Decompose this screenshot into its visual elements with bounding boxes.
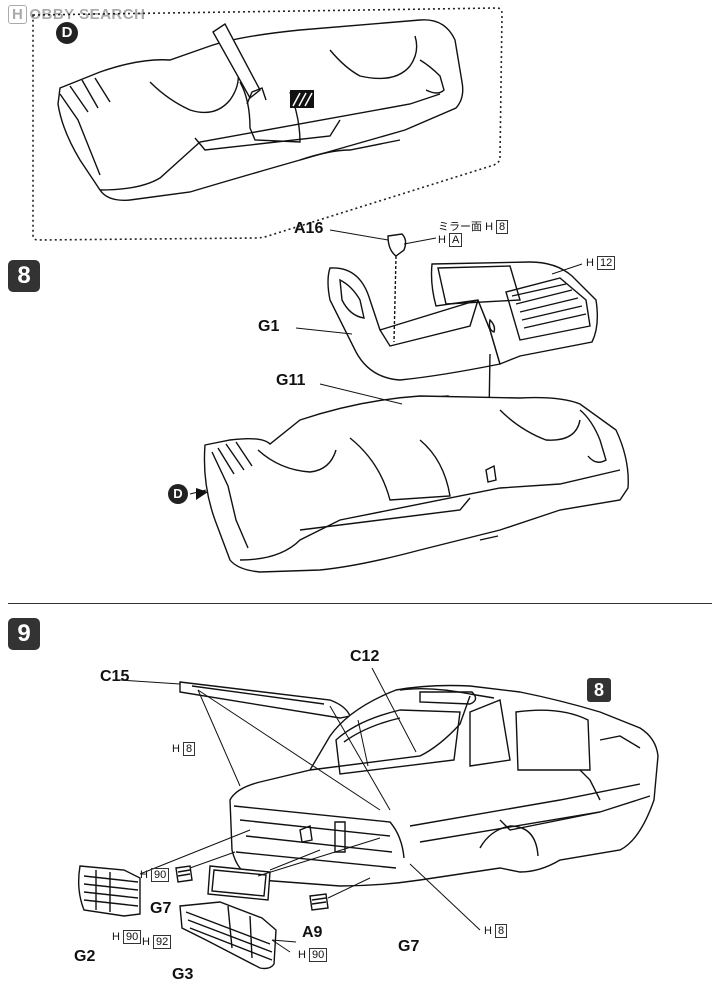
mirror-face-num: 8 — [496, 220, 509, 234]
part-g7-left-label: G7 — [150, 900, 172, 917]
part-g3-label: G3 — [172, 966, 194, 983]
a16-paint-code: H — [438, 234, 446, 246]
body-paint-num: 8 — [494, 924, 508, 938]
step-9-ref-step-8: 8 — [587, 678, 611, 702]
g12-paint-code: H — [586, 257, 594, 269]
trunk-paint-code: H — [172, 743, 180, 755]
trunk-paint-num: 8 — [182, 742, 196, 756]
g3-paint-num: 90 — [308, 948, 328, 962]
g2-bot-paint-code: H — [142, 936, 150, 948]
part-a9-label: A9 — [302, 924, 323, 941]
watermark-brand: OBBY SEARCH — [29, 6, 146, 23]
g2-top-paint-code: H — [140, 869, 148, 881]
step-9-number: 9 — [8, 618, 40, 650]
step-8-d-marker: D — [168, 484, 188, 504]
part-a16-label: A16 — [294, 220, 324, 237]
mirror-face-code: H — [485, 221, 494, 233]
emblem-icon — [290, 90, 314, 108]
step-8-number: 8 — [8, 260, 40, 292]
watermark-brand-box: H — [8, 5, 28, 24]
part-g2-label: G2 — [74, 948, 96, 965]
part-c12-label: C12 — [350, 648, 380, 665]
g2-bot-paint-num: 92 — [152, 935, 172, 949]
g2-mid-paint-num: 90 — [122, 930, 142, 944]
part-c15-label: C15 — [100, 668, 130, 685]
a16-paint-num: A — [448, 233, 463, 247]
part-g1-label: G1 — [258, 318, 280, 335]
body-paint-code: H — [484, 925, 492, 937]
g2-mid-paint-code: H — [112, 931, 120, 943]
step-d-marker: D — [56, 22, 78, 44]
section-divider — [8, 603, 712, 604]
g3-paint-code: H — [298, 949, 306, 961]
part-g7-right-label: G7 — [398, 938, 420, 955]
part-g11-label: G11 — [276, 372, 306, 389]
g12-paint-num: 12 — [596, 256, 616, 270]
mirror-face-label: ミラー面 — [438, 221, 482, 233]
g2-top-paint-num: 90 — [150, 868, 170, 882]
